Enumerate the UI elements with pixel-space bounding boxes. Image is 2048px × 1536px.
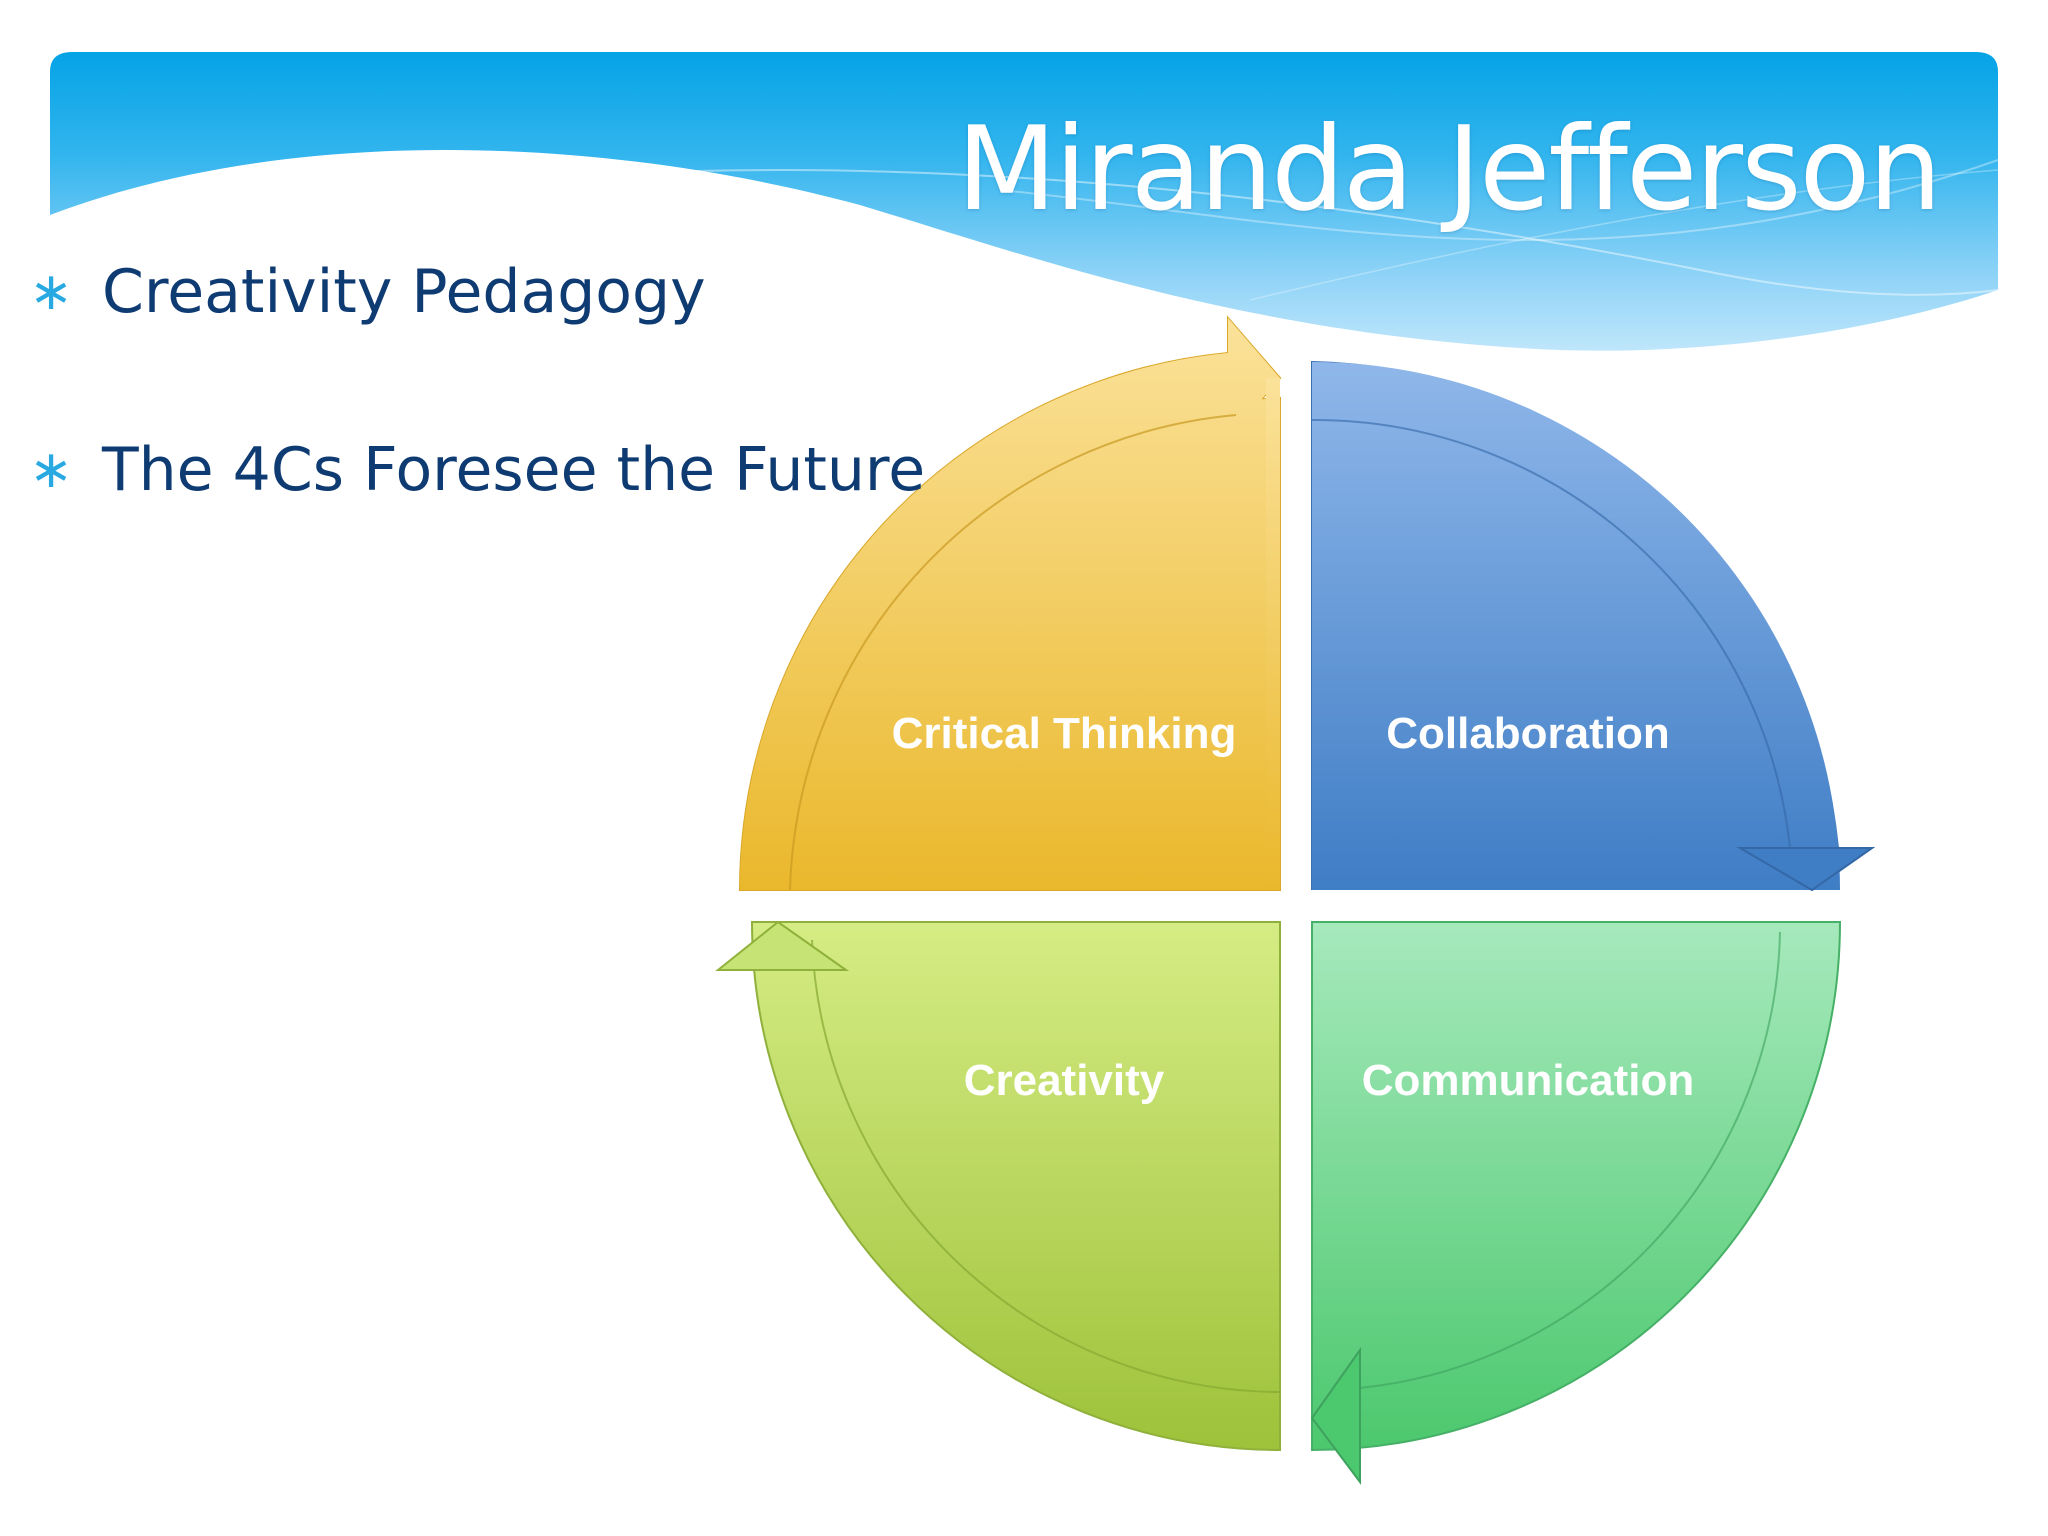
bullet-item: ∗ Creativity Pedagogy xyxy=(18,257,706,327)
header-wave-line xyxy=(519,169,1999,296)
segment-label-communication: Communication xyxy=(1362,1056,1694,1105)
header-wave-line xyxy=(1249,169,1999,301)
segment-label-creativity: Creativity xyxy=(964,1056,1165,1105)
asterisk-icon: ∗ xyxy=(29,262,73,322)
segment-communication xyxy=(1310,921,1842,1485)
bullet-text: The 4Cs Foresee the Future xyxy=(102,435,926,505)
bullet-item: ∗ The 4Cs Foresee the Future xyxy=(18,440,925,500)
segment-label-critical-thinking: Critical Thinking xyxy=(892,709,1237,758)
slide-title: Miranda Jefferson xyxy=(956,102,1942,237)
segment-creativity xyxy=(715,920,1281,1452)
segment-critical-thinking xyxy=(738,315,1282,891)
header-wave xyxy=(50,52,1998,351)
segment-label-collaboration: Collaboration xyxy=(1386,709,1670,758)
header-wave-line xyxy=(999,159,1999,242)
segment-collaboration xyxy=(1311,360,1876,892)
bullet-text: Creativity Pedagogy xyxy=(102,257,706,327)
asterisk-icon: ∗ xyxy=(29,440,73,500)
